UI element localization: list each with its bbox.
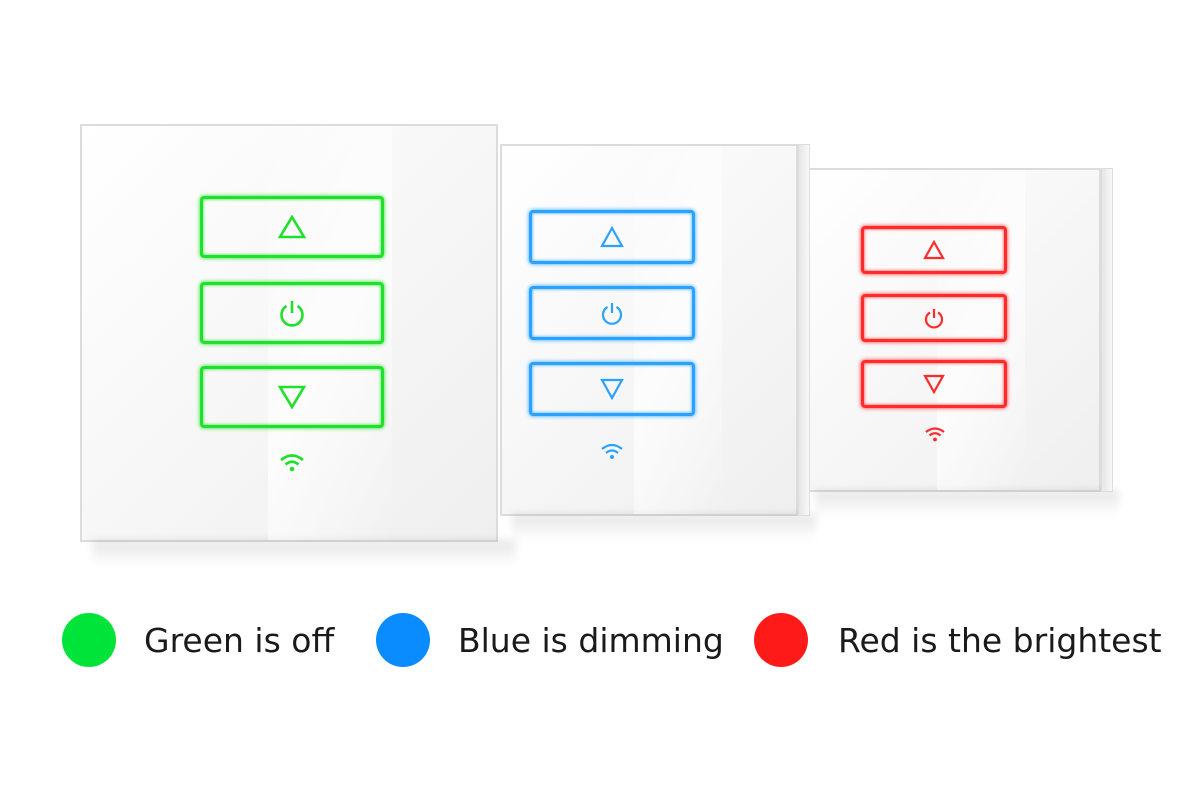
brightness-down-button[interactable] — [529, 362, 695, 416]
red-dot-icon — [754, 613, 808, 667]
legend-label-blue: Blue is dimming — [458, 620, 724, 660]
brightness-up-button[interactable] — [529, 210, 695, 264]
red-switch-panel — [803, 168, 1119, 516]
power-button[interactable] — [861, 294, 1007, 342]
green-dot-icon — [62, 613, 116, 667]
power-button[interactable] — [529, 286, 695, 340]
legend-item-red: Red is the brightest — [754, 612, 1162, 668]
brightness-up-button[interactable] — [200, 196, 384, 258]
power-icon — [924, 309, 944, 329]
legend-label-red: Red is the brightest — [838, 620, 1162, 660]
up-arrow-icon — [278, 215, 306, 239]
wifi-icon — [601, 443, 623, 459]
blue-dot-icon — [376, 613, 430, 667]
green-switch-panel — [80, 124, 516, 566]
brightness-up-button[interactable] — [861, 226, 1007, 274]
color-legend: Green is off Blue is dimming Red is the … — [0, 612, 1200, 672]
power-icon — [601, 303, 623, 325]
panel-edge — [1101, 168, 1113, 492]
legend-item-blue: Blue is dimming — [376, 612, 724, 668]
down-arrow-icon — [278, 385, 306, 409]
brightness-down-button[interactable] — [861, 360, 1007, 408]
brightness-down-button[interactable] — [200, 366, 384, 428]
power-icon — [280, 301, 304, 327]
up-arrow-icon — [600, 226, 624, 248]
wifi-icon — [280, 454, 304, 472]
wifi-icon — [925, 427, 945, 442]
legend-item-green: Green is off — [62, 612, 334, 668]
panel-edge — [798, 144, 810, 516]
down-arrow-icon — [600, 378, 624, 400]
down-arrow-icon — [923, 374, 945, 394]
power-button[interactable] — [200, 282, 384, 344]
panel-shadow — [512, 514, 816, 540]
panel-shadow — [815, 490, 1119, 516]
up-arrow-icon — [923, 240, 945, 260]
legend-label-green: Green is off — [144, 620, 335, 660]
panel-shadow — [92, 540, 516, 566]
blue-switch-panel — [500, 144, 816, 540]
